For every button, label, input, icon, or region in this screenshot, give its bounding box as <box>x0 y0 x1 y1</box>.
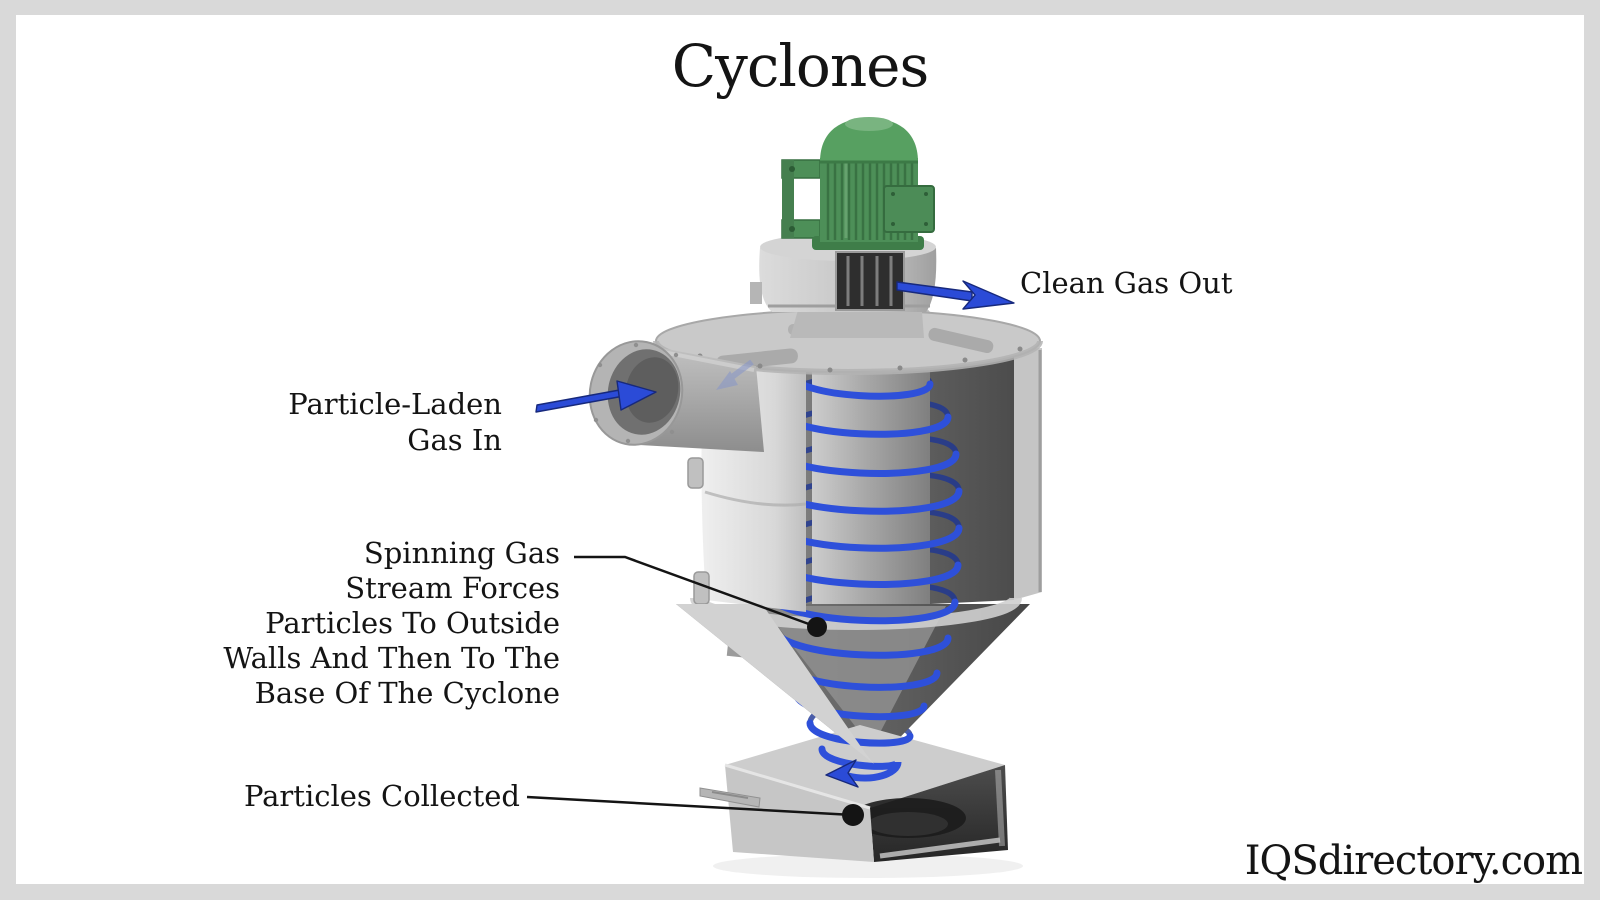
label-particle-laden-gas-in: Particle-Laden Gas In <box>288 387 502 457</box>
cyclone-machine <box>588 117 1043 878</box>
blower-opening <box>835 251 905 311</box>
particles-collected-leader-dot <box>842 804 864 826</box>
motor-dome <box>820 118 918 162</box>
spinning-gas-leader-dot <box>807 617 827 637</box>
collection-box <box>699 763 874 862</box>
motor-junction-box <box>883 185 935 233</box>
cone-outer-shell <box>676 604 874 764</box>
inlet-flow-arrow-icon <box>535 380 657 413</box>
page-title: Cyclones <box>671 32 930 100</box>
label-clean-gas-out: Clean Gas Out <box>1020 266 1233 300</box>
motor <box>781 117 935 250</box>
tangential-flow-arrow-icon <box>716 359 754 390</box>
gas-spiral <box>757 368 963 788</box>
watermark-text: IQSdirectory.com <box>1244 838 1583 884</box>
spiral-flow-arrowhead-icon <box>825 759 859 788</box>
particles-collected-leader-line <box>526 795 854 817</box>
label-particles-collected: Particles Collected <box>243 779 520 813</box>
outlet-flow-arrow-icon <box>896 280 1015 310</box>
spinning-gas-leader-line <box>574 555 818 629</box>
inlet-pipe <box>588 340 764 452</box>
label-spinning-gas-stream: Spinning Gas Stream Forces Particles To … <box>223 536 560 710</box>
